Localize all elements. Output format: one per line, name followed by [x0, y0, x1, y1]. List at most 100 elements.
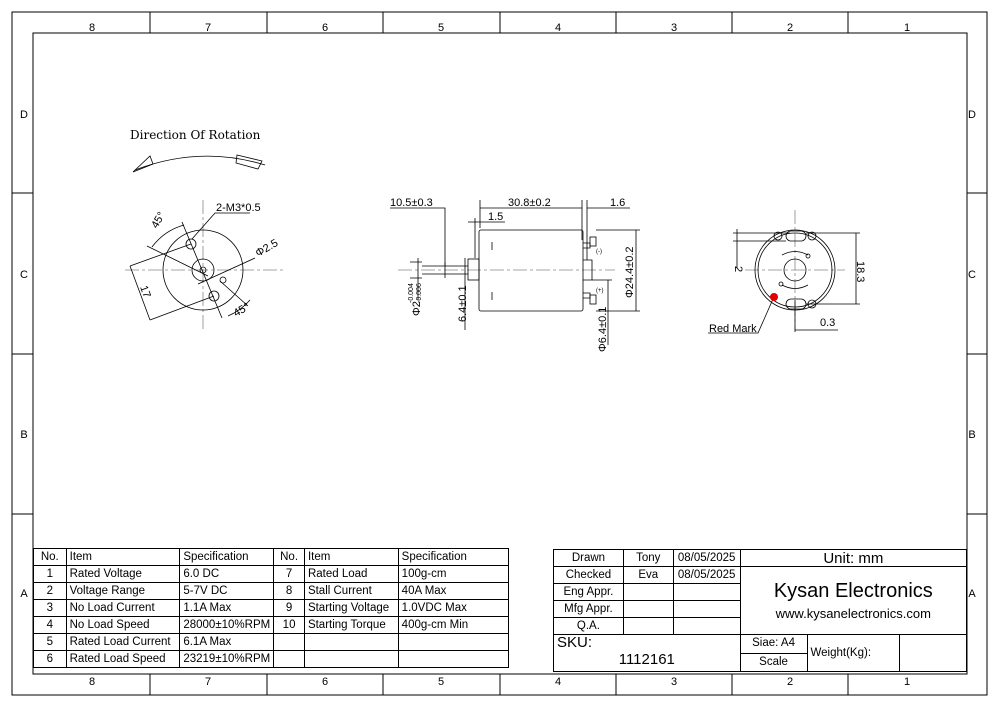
row-no: 9 [273, 599, 305, 617]
zone-row: C [968, 269, 976, 281]
zone-col: 1 [904, 676, 910, 688]
zone-col: 4 [555, 22, 561, 34]
zone-row: D [20, 109, 28, 121]
front-view: Direction Of Rotation 2-M3*0.5 Φ2.5 45° … [125, 128, 285, 330]
rotation-arrow [134, 155, 266, 171]
zone-col: 2 [787, 676, 793, 688]
row-spec: 1.0VDC Max [397, 599, 510, 617]
company-website: www.kysanelectronics.com [775, 605, 931, 621]
spec-header-row: No. Item Specification No. Item Specific… [33, 548, 510, 566]
drawn-label: Drawn [553, 549, 624, 567]
row-item: Starting Voltage [303, 599, 399, 617]
zone-col: 8 [89, 22, 95, 34]
row-item [303, 633, 399, 651]
red-mark [770, 293, 778, 301]
zone-row: A [20, 588, 28, 600]
header-item: Item [65, 548, 181, 566]
shaft-length-dim: 10.5±0.3 [390, 197, 433, 209]
row-no: 1 [33, 565, 67, 583]
checked-date: 08/05/2025 [672, 566, 741, 584]
rear-boss-dia-dim: Φ6.4±0.1 [597, 307, 609, 352]
zone-row: B [968, 429, 975, 441]
row-no [273, 650, 305, 668]
eng-appr-by [622, 583, 674, 601]
zone-col: 7 [205, 22, 211, 34]
qa-date [672, 617, 741, 635]
zone-col: 7 [205, 676, 211, 688]
row-item: Rated Load [303, 565, 399, 583]
checked-by: Eva [622, 566, 674, 584]
zone-col: 1 [904, 22, 910, 34]
row-spec: 400g-cm Min [397, 616, 510, 634]
zone-row: C [20, 269, 28, 281]
row-spec: 40A Max [397, 582, 510, 600]
row-spec [397, 650, 510, 668]
row-item: Voltage Range [65, 582, 181, 600]
qa-by [622, 617, 674, 635]
rear-view: 2 18.3 0.3 Red Mark [708, 210, 866, 335]
header-no: No. [273, 548, 305, 566]
header-spec: Specification [179, 548, 275, 566]
angle-dim: 45° [149, 210, 168, 230]
zone-labels: 8 7 6 5 4 3 2 1 8 7 6 5 4 3 2 1 D C B A … [20, 22, 976, 688]
end-length-dim: 1.6 [610, 197, 625, 209]
shaft-tol-upper: -0.004 [408, 283, 415, 303]
row-item: No Load Speed [65, 616, 181, 634]
shaft-dia-dim: Φ2 [411, 301, 423, 316]
qa-label: Q.A. [553, 617, 624, 635]
header-item: Item [303, 548, 399, 566]
mfg-appr-date [672, 600, 741, 618]
header-no: No. [33, 548, 67, 566]
weight-value [899, 634, 967, 672]
zone-col: 2 [787, 22, 793, 34]
eng-appr-label: Eng Appr. [553, 583, 624, 601]
row-no [273, 633, 305, 651]
row-no: 5 [33, 633, 67, 651]
body-dia-dim: Φ24.4±0.2 [624, 246, 636, 298]
weight-label: Weight(Kg): [806, 634, 901, 672]
zone-col: 6 [322, 676, 328, 688]
row-item: Rated Load Current [65, 633, 181, 651]
zone-col: 5 [438, 22, 444, 34]
row-no: 6 [33, 650, 67, 668]
sheet-size: Siae: A4 [739, 634, 808, 654]
hole-dia-dim: Φ2.5 [254, 237, 281, 259]
red-mark-label: Red Mark [709, 323, 757, 335]
boss-length-dim: 1.5 [488, 211, 503, 223]
spec-table: No. Item Specification No. Item Specific… [33, 548, 510, 668]
sku-value: 1112161 [618, 651, 675, 668]
row-no: 8 [273, 582, 305, 600]
unit-label: Unit: mm [739, 549, 968, 567]
row-item [303, 650, 399, 668]
sku-label: SKU: [557, 634, 593, 651]
row-spec: 23219±10%RPM [179, 650, 275, 668]
zone-col: 6 [322, 22, 328, 34]
zone-col: 3 [671, 676, 677, 688]
row-item: Rated Load Speed [65, 650, 181, 668]
rotation-label: Direction Of Rotation [130, 128, 261, 142]
zone-ticks [12, 12, 987, 695]
row-no: 3 [33, 599, 67, 617]
row-item: Rated Voltage [65, 565, 181, 583]
spacing-dim: 17 [137, 284, 152, 300]
boss-dia-dim: 6.4±0.1 [457, 285, 469, 322]
zone-row: A [968, 588, 976, 600]
zone-col: 4 [555, 676, 561, 688]
angle-dim: 45° [232, 301, 252, 320]
company-name: Kysan Electronics [773, 579, 933, 602]
row-spec: 28000±10%RPM [179, 616, 275, 634]
gap-dim: 0.3 [820, 317, 835, 329]
shaft-tol-lower: -0.006 [416, 283, 423, 303]
terminal-negative: (-) [596, 249, 602, 255]
side-view: 10.5±0.3 30.8±0.2 1.6 1.5 Φ2 -0.004 -0.0… [390, 197, 640, 352]
drawn-by: Tony [622, 549, 674, 567]
row-spec: 6.0 DC [179, 565, 275, 583]
terminal-span-dim: 18.3 [854, 261, 866, 282]
row-no: 7 [273, 565, 305, 583]
header-spec: Specification [397, 548, 510, 566]
row-spec: 100g-cm [397, 565, 510, 583]
